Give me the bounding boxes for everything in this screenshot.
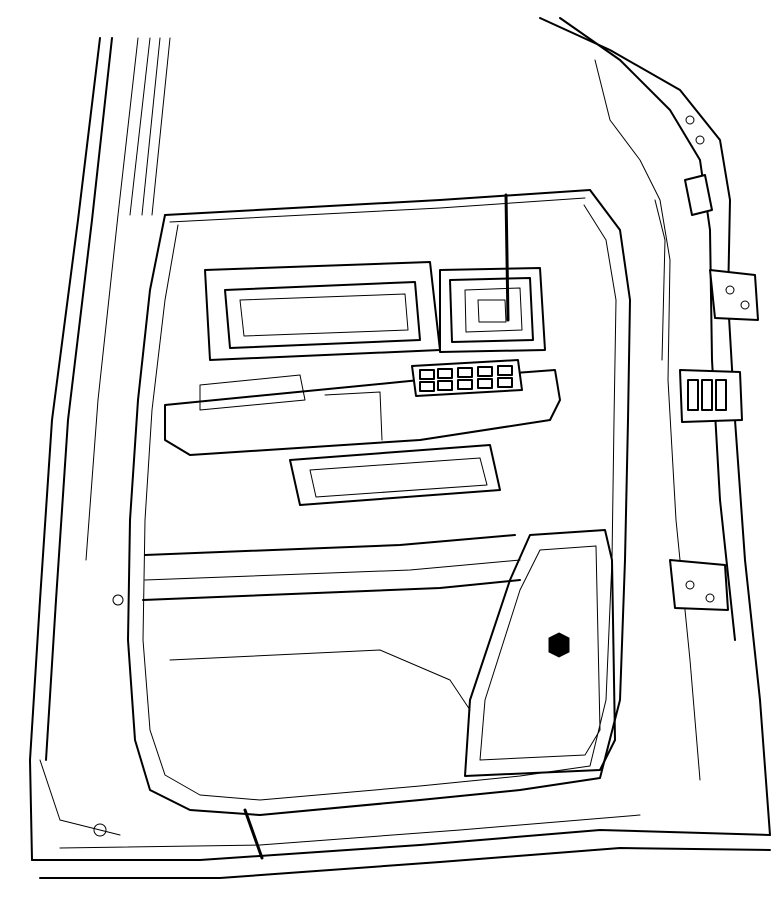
door-shell-right-pillar (539, 17, 771, 836)
door-handle-recess (439, 267, 546, 353)
map-pocket (464, 529, 616, 777)
lower-leader-line (243, 808, 264, 860)
lower-grab-handle (289, 444, 501, 506)
trim-panel-outline (127, 189, 631, 816)
door-shell-left-pillar (29, 37, 171, 861)
lower-trim-lines (142, 534, 521, 711)
upper-hinge-bracket (709, 269, 759, 321)
window-belt-line (164, 189, 591, 216)
bottom-fastener-icon (93, 823, 107, 837)
window-switch-pod (411, 359, 523, 397)
upper-pull-pocket (204, 261, 441, 361)
wiring-connector (679, 369, 743, 423)
window-belt-inner-line (169, 197, 586, 223)
side-fastener-icon (112, 594, 124, 606)
door-bottom-rail (31, 814, 771, 879)
upper-leader-line (504, 193, 510, 322)
lower-hinge-bracket (669, 559, 729, 611)
hex-fastener-icon (548, 632, 570, 658)
